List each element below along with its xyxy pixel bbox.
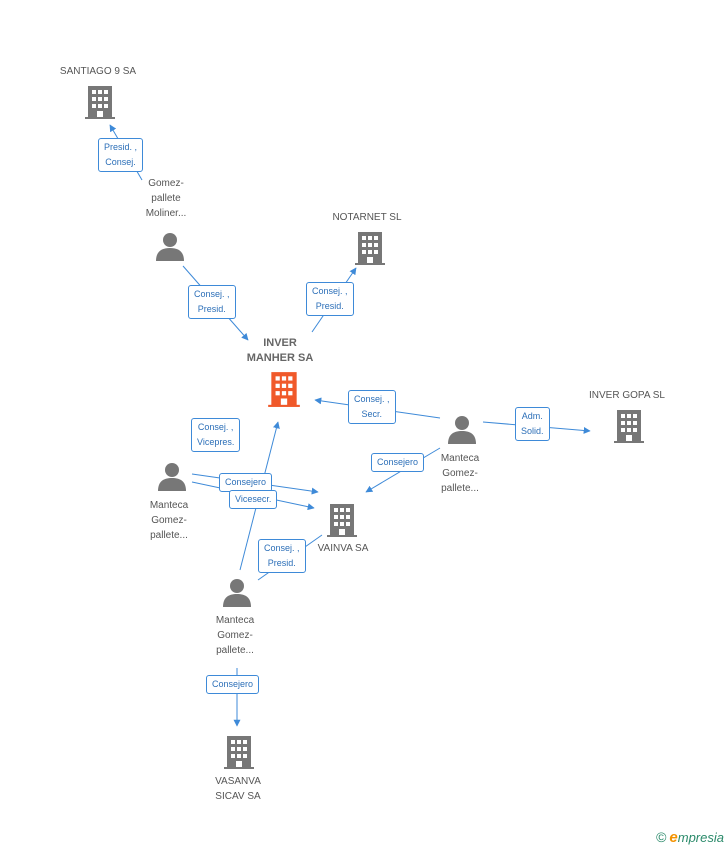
- node-label-notarnet: NOTARNET SL: [332, 212, 402, 223]
- node-label-inver-gopa: INVER GOPA SL: [589, 390, 665, 401]
- node-label-manteca-right: Manteca Gomez- pallete...: [440, 453, 480, 494]
- edge-label-consejero[interactable]: Consejero: [371, 453, 425, 472]
- edge-label-consej-presid[interactable]: Consej. ,Presid.: [188, 285, 236, 319]
- building-icon[interactable]: [85, 84, 115, 125]
- building-icon[interactable]: [327, 502, 357, 543]
- node-label-vainva: VAINVA SA: [317, 543, 369, 554]
- person-icon[interactable]: [155, 232, 185, 267]
- person-icon[interactable]: [157, 462, 187, 497]
- edge-label-consej-presid[interactable]: Consej. ,Presid.: [258, 539, 306, 573]
- edge-label-consej-vicepres[interactable]: Consej. ,Vicepres.: [191, 418, 241, 452]
- node-label-santiago: SANTIAGO 9 SA: [59, 66, 137, 77]
- edge-label-consej-secr[interactable]: Consej. ,Secr.: [348, 390, 396, 424]
- brand-logo-e: e: [669, 829, 678, 846]
- edge-label-presid-consej[interactable]: Presid. ,Consej.: [98, 138, 144, 172]
- node-label-manteca-bottom: Manteca Gomez- pallete...: [215, 615, 255, 656]
- edge-label-consejero[interactable]: Consejero: [206, 675, 260, 694]
- copyright-symbol: ©: [656, 829, 667, 845]
- building-icon[interactable]: [355, 230, 385, 271]
- node-label-inver-manher: INVER MANHER SA: [246, 337, 314, 364]
- edge-label-adm-solid[interactable]: Adm.Solid.: [515, 407, 550, 441]
- node-label-gomez-moliner: Gomez- pallete Moliner...: [145, 178, 187, 219]
- building-icon[interactable]: [224, 734, 254, 775]
- person-icon[interactable]: [447, 415, 477, 450]
- empresia-watermark: ©empresia: [656, 829, 724, 846]
- person-icon[interactable]: [222, 578, 252, 613]
- node-label-manteca-left: Manteca Gomez- pallete...: [149, 500, 189, 541]
- node-label-vasanva: VASANVA SICAV SA: [215, 776, 261, 802]
- brand-logo-text: mpresia: [677, 830, 724, 845]
- building-icon[interactable]: [614, 408, 644, 449]
- edge-label-consej-presid[interactable]: Consej. ,Presid.: [306, 282, 354, 316]
- edge-label-vicesecr[interactable]: Vicesecr.: [229, 490, 278, 509]
- building-icon-center[interactable]: [268, 370, 300, 413]
